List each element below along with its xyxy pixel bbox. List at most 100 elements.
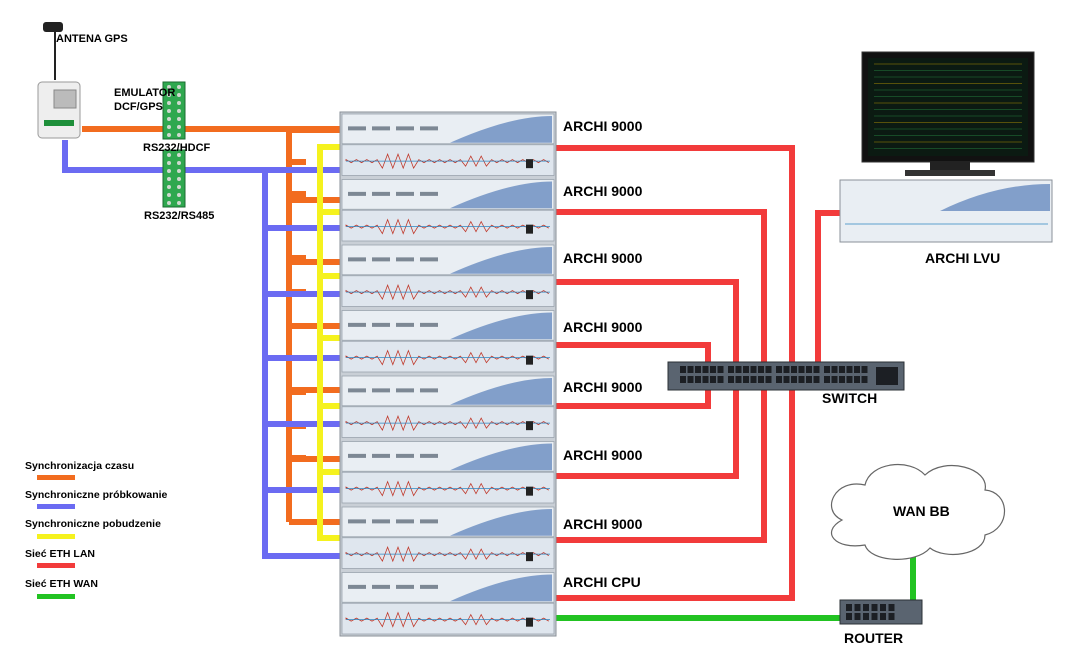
rack-label: ARCHI 9000 [563, 379, 643, 395]
rack-unit-button [372, 584, 390, 589]
rack-unit-swoosh [450, 116, 552, 143]
lan-wire [556, 390, 739, 479]
terminal-screw [167, 101, 171, 105]
rack-unit-button [348, 388, 366, 393]
rack-unit-swoosh [450, 247, 552, 274]
rack-unit-button [372, 519, 390, 524]
switch-port [717, 376, 724, 383]
legend-swatch [37, 475, 75, 480]
rack-unit-button [420, 257, 438, 262]
terminal-screw [177, 161, 181, 165]
switch-port [702, 366, 709, 373]
router-port [863, 613, 869, 620]
rack-unit-button [420, 519, 438, 524]
rack-unit-button [396, 191, 414, 196]
lan-wire [815, 210, 840, 362]
switch-label: SWITCH [822, 390, 878, 406]
rack-label: ARCHI CPU [563, 574, 641, 590]
rack-unit-waveform [345, 414, 549, 432]
rack-unit-button [372, 257, 390, 262]
switch-port [710, 366, 716, 373]
router-chassis [839, 599, 923, 625]
antenna-head [43, 22, 63, 32]
rack-unit-waveform [345, 218, 549, 235]
switch-port [750, 366, 757, 373]
switch-port [824, 376, 830, 383]
rack-unit-waveform [345, 283, 549, 301]
rack-unit-button [396, 388, 414, 393]
legend-item-label: Synchroniczne próbkowanie [25, 489, 168, 501]
rack-unit-button [372, 126, 390, 131]
rack-unit-swoosh [450, 443, 552, 471]
rack-unit-button [420, 191, 438, 196]
lan-wire [556, 390, 767, 543]
lan-wire [556, 390, 711, 409]
switch-port [735, 366, 742, 373]
switch-port [765, 376, 772, 383]
rack-unit-button [348, 126, 366, 131]
monitor-screen [868, 58, 1028, 156]
emulator-display [53, 89, 77, 109]
antenna-label: ANTENA GPS [56, 33, 128, 45]
switch-port [846, 376, 853, 383]
switch-port [791, 366, 797, 373]
rack-label: ARCHI 9000 [563, 118, 643, 134]
trigger-wire [317, 144, 340, 541]
rack-unit-port [526, 617, 533, 627]
lan-wire [556, 390, 795, 601]
switch-port [743, 366, 749, 373]
rack-unit-button [420, 388, 438, 393]
switch-port [710, 376, 716, 383]
terminal-screw [177, 201, 181, 205]
rack-unit-port [526, 355, 533, 365]
rack-unit-button [420, 584, 438, 589]
lan-wire [556, 145, 795, 362]
legend-item-label: Sieć ETH WAN [25, 578, 98, 590]
switch-port [806, 366, 812, 373]
terminal-screw [177, 153, 181, 157]
lan-wire [556, 209, 767, 362]
rs232-rs485-label: RS232/RS485 [144, 210, 215, 222]
switch-port [776, 366, 782, 373]
switch-port [813, 376, 820, 383]
rack-unit-waveform [345, 480, 549, 497]
switch-port [758, 376, 764, 383]
wan-label: WAN BB [893, 503, 950, 519]
rack-unit-swoosh [450, 378, 552, 405]
rack-unit-waveform [345, 611, 549, 628]
terminal-screw [167, 85, 171, 89]
switch-port [743, 376, 749, 383]
switch-port [765, 366, 772, 373]
rack-unit-swoosh [450, 574, 552, 602]
switch-port [783, 376, 790, 383]
terminal-screw [167, 93, 171, 97]
sampling-wire [62, 140, 340, 173]
switch-port [831, 366, 838, 373]
switch-port [861, 366, 868, 373]
switch-port [846, 366, 853, 373]
terminal-screw [177, 125, 181, 129]
emulator-terminal [44, 120, 74, 126]
router-port [880, 604, 886, 611]
rack-label: ARCHI 9000 [563, 447, 643, 463]
rack-unit-scope [341, 406, 555, 438]
switch-port [839, 376, 845, 383]
rs232-hdcf-label: RS232/HDCF [143, 142, 211, 154]
router-port [846, 604, 852, 611]
rack-unit-waveform [345, 349, 549, 366]
monitor-stand [930, 162, 970, 170]
terminal-screw [167, 125, 171, 129]
rack-unit-port [526, 290, 533, 300]
rack-unit-button [396, 257, 414, 262]
wan-cloud [830, 463, 1006, 560]
rack-unit-button [348, 257, 366, 262]
switch-port [735, 376, 742, 383]
terminal-screw [177, 93, 181, 97]
rack-unit-button [348, 519, 366, 524]
switch-port [687, 376, 694, 383]
switch-port [783, 366, 790, 373]
switch-port [824, 366, 830, 373]
terminal-screw [167, 185, 171, 189]
rack-unit-port [526, 486, 533, 496]
